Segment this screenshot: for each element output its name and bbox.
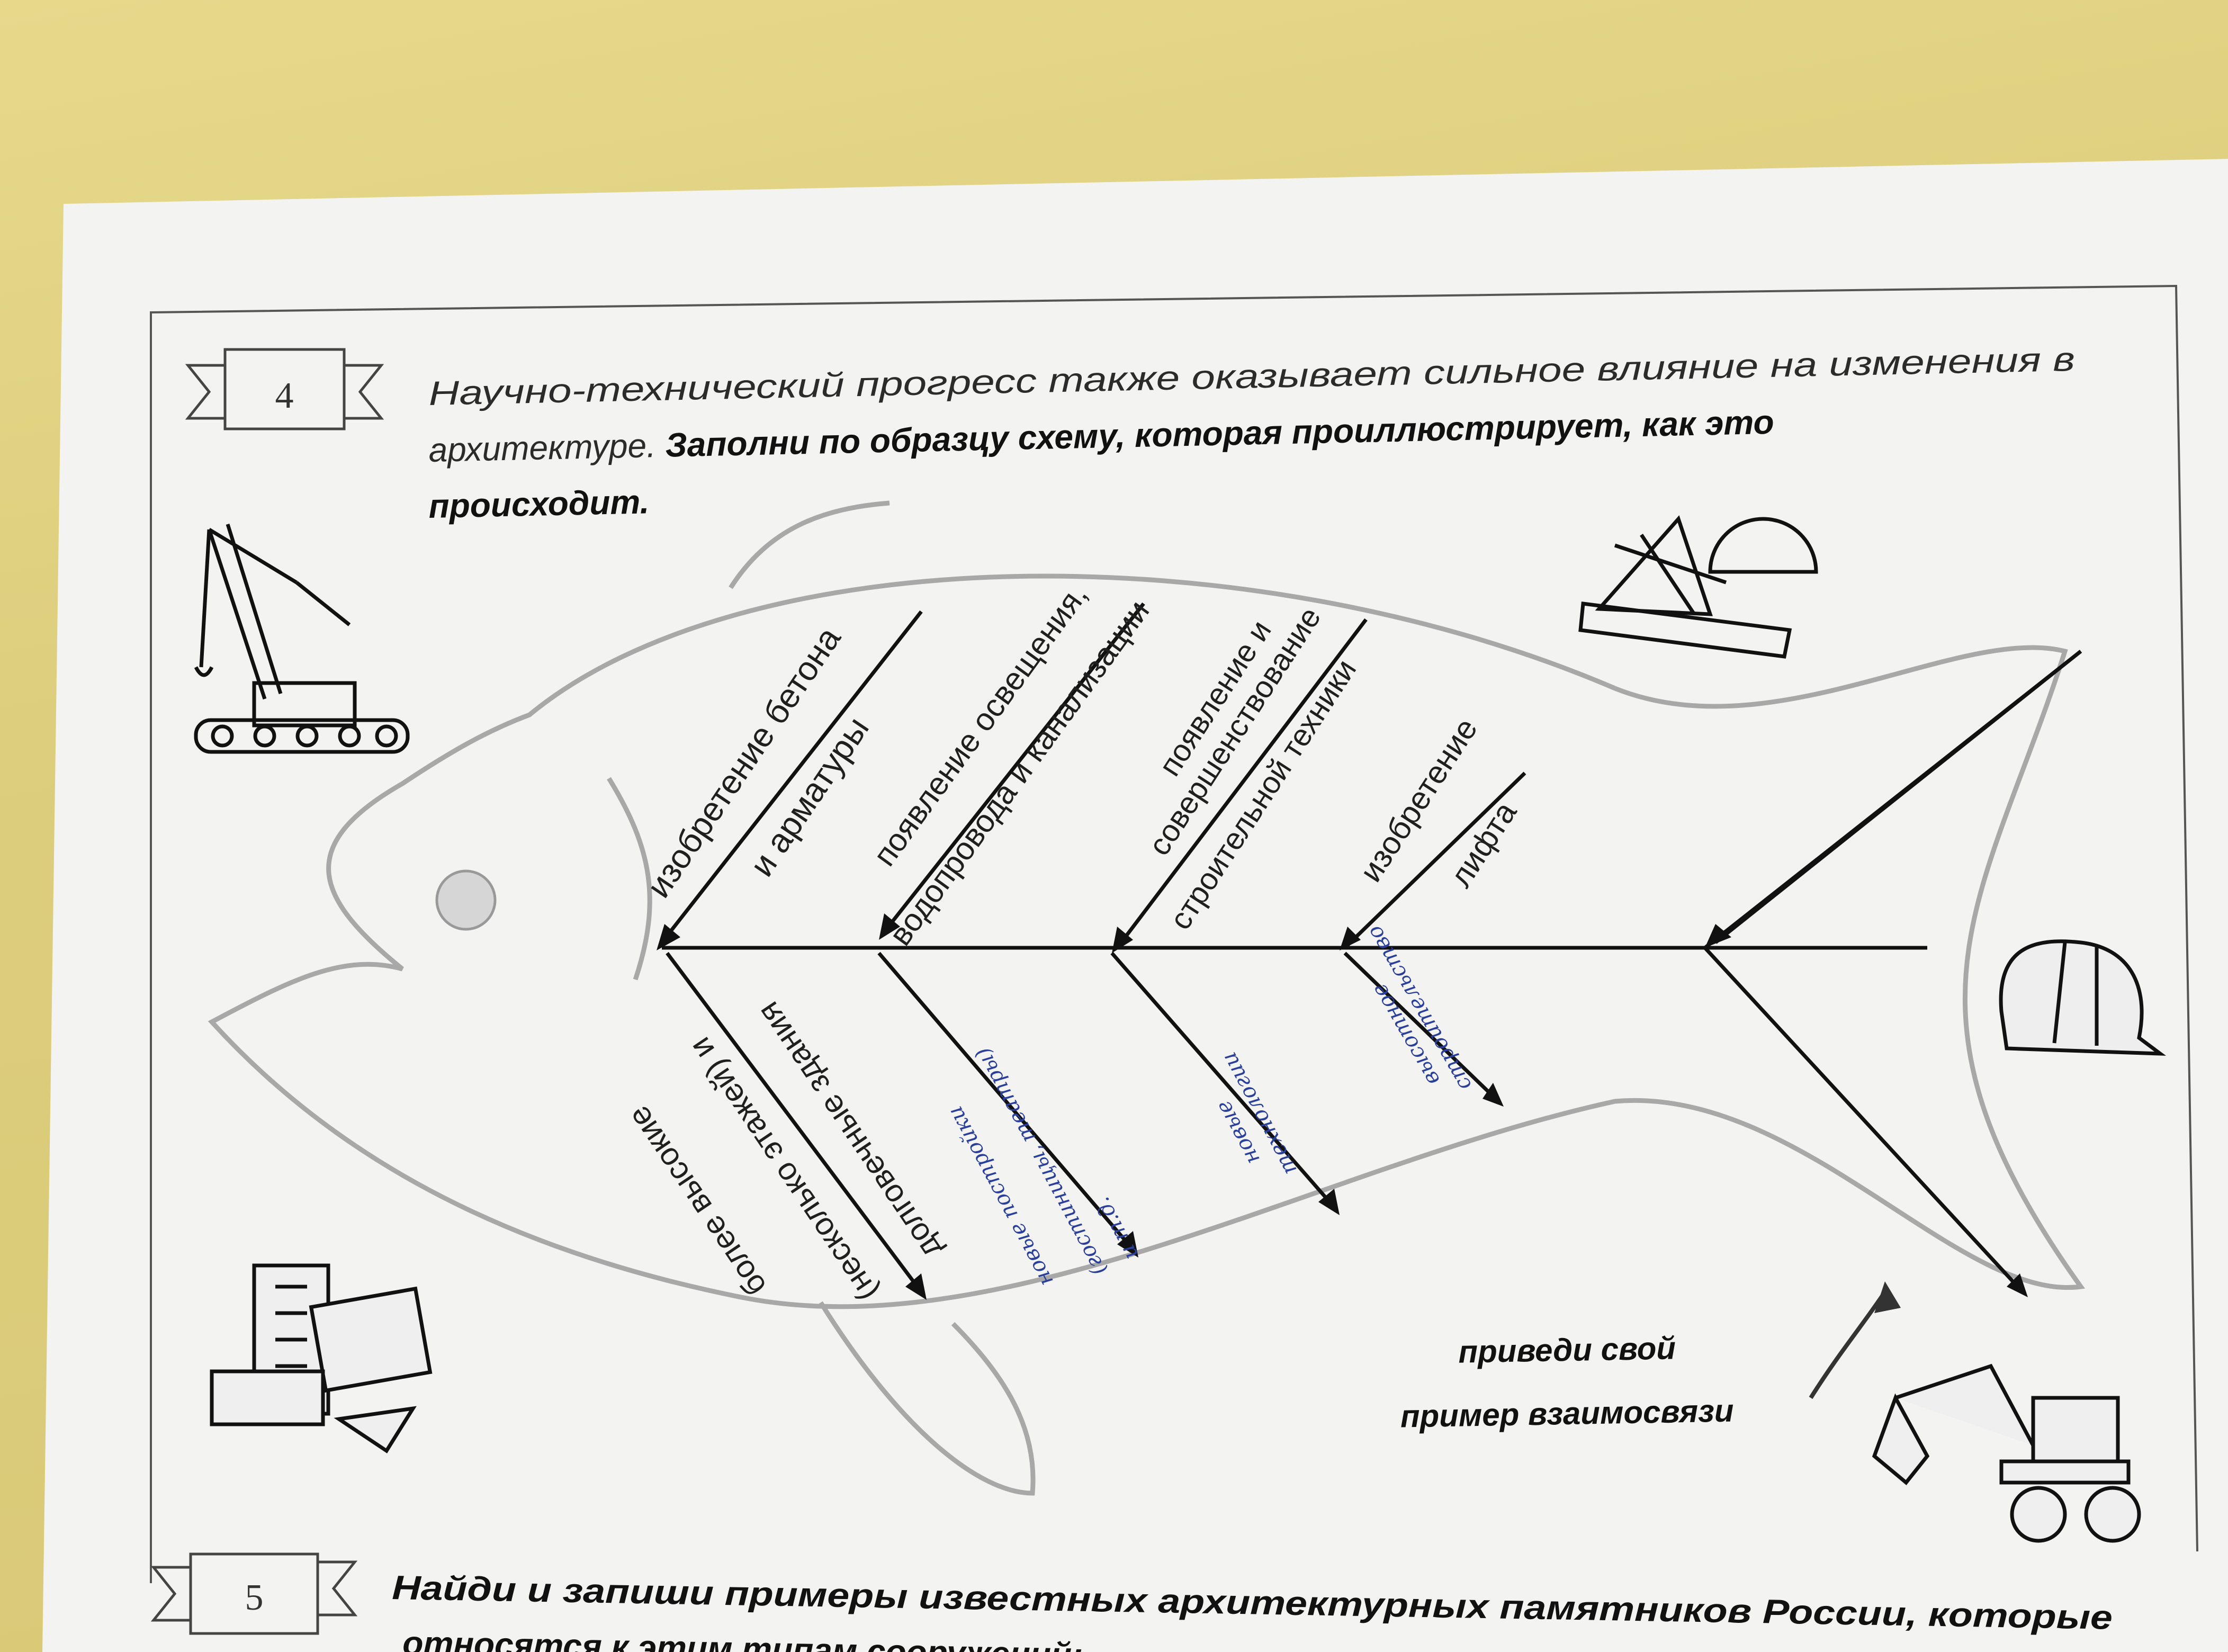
hard-hat-icon bbox=[1999, 939, 2167, 1056]
bricks-trowel-icon bbox=[210, 1263, 433, 1453]
fish-eye bbox=[435, 869, 497, 931]
prompt-line2: пример взаимосвязи bbox=[1400, 1393, 1734, 1434]
drafting-tools-icon bbox=[1578, 515, 1818, 659]
excavator-icon bbox=[1872, 1363, 2141, 1543]
effect-bone-1 bbox=[666, 951, 923, 1294]
example-prompt: приведи свой пример взаимосвязи bbox=[1400, 1281, 1901, 1434]
cause-bone-2 bbox=[883, 602, 1145, 933]
cause-bone-4 bbox=[1343, 771, 1526, 949]
fishbone-skeleton bbox=[660, 602, 2082, 1294]
task4-number: 4 bbox=[275, 375, 294, 416]
cause-bone-1 bbox=[660, 610, 923, 944]
task4-number-banner: 4 bbox=[185, 348, 384, 430]
task5-number-banner: 5 bbox=[150, 1552, 358, 1635]
cause-bone-3 bbox=[1116, 618, 1368, 949]
prompt-line1: приведи свой bbox=[1458, 1330, 1676, 1369]
effect-bone-2 bbox=[877, 951, 1135, 1251]
effect-bone-4 bbox=[1343, 951, 1500, 1103]
task4-intro-line2-plain: архитектуре. bbox=[428, 426, 666, 469]
task4-intro-line3: происходит. bbox=[428, 482, 650, 525]
crane-icon bbox=[194, 523, 410, 754]
arrowheads bbox=[657, 913, 2028, 1300]
prompt-arrow bbox=[1809, 1290, 1887, 1399]
tail-arrow-upper bbox=[1714, 650, 2082, 944]
page-frame bbox=[150, 284, 2198, 1583]
fish-outline bbox=[208, 500, 2086, 1496]
task5-number: 5 bbox=[245, 1577, 264, 1618]
tail-bone-lower bbox=[1703, 946, 2024, 1294]
effect-bone-3 bbox=[1110, 951, 1336, 1209]
